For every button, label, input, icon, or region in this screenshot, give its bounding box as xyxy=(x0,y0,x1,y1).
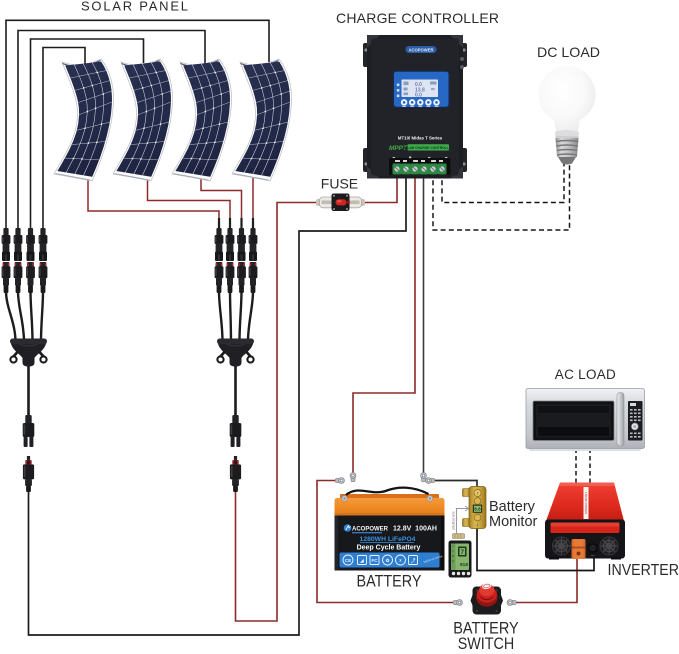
svg-text:SOLAR PANEL: SOLAR PANEL xyxy=(81,0,188,14)
svg-text:818: 818 xyxy=(460,562,468,568)
svg-text:FUSE: FUSE xyxy=(321,175,358,191)
svg-text:shielded wire: shielded wire xyxy=(452,511,456,530)
svg-text:8.8: 8.8 xyxy=(474,507,481,512)
svg-text:Monitor: Monitor xyxy=(489,514,538,530)
svg-text:SOLAR CHARGE CONTROLLER: SOLAR CHARGE CONTROLLER xyxy=(403,146,454,150)
svg-text:1500W POWER: 1500W POWER xyxy=(584,492,588,515)
svg-text:BATTERY: BATTERY xyxy=(357,573,422,591)
svg-text:12.8V 100AH: 12.8V 100AH xyxy=(393,526,437,533)
svg-text:AC LOAD: AC LOAD xyxy=(555,367,616,382)
svg-text:1280WH LiFePO4: 1280WH LiFePO4 xyxy=(360,536,416,543)
svg-text:—: — xyxy=(591,554,595,558)
svg-text:ACOPOWER: ACOPOWER xyxy=(352,526,388,533)
svg-text:◢: ◢ xyxy=(359,558,364,563)
svg-text:Battery: Battery xyxy=(489,499,536,515)
svg-text:⤴: ⤴ xyxy=(411,557,416,564)
svg-text:ACOPOWER: ACOPOWER xyxy=(408,47,433,52)
svg-text:CHARGE CONTROLLER: CHARGE CONTROLLER xyxy=(336,10,499,26)
svg-text:INVERTER: INVERTER xyxy=(608,562,679,579)
svg-text:Deep Cycle Battery: Deep Cycle Battery xyxy=(357,545,421,552)
svg-text:FC: FC xyxy=(371,558,378,563)
svg-text:SWITCH: SWITCH xyxy=(458,635,515,649)
svg-text:CE: CE xyxy=(345,558,351,563)
svg-text:0.0: 0.0 xyxy=(415,93,422,99)
svg-text:MT10/ Midas T Series: MT10/ Midas T Series xyxy=(398,136,443,141)
svg-text:↓: ↓ xyxy=(476,522,479,528)
svg-text:DC LOAD: DC LOAD xyxy=(537,44,600,60)
svg-text:↑: ↑ xyxy=(476,491,479,497)
